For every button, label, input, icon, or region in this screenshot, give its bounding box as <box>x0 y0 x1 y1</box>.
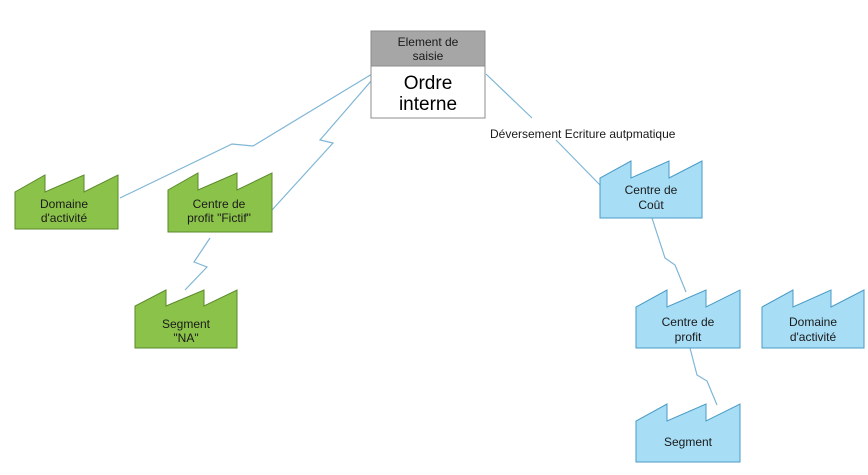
factory-label-line2: Coût <box>638 198 664 212</box>
factory-shape <box>635 403 741 463</box>
factory-shape <box>167 172 273 233</box>
entry-header-line1: Element de <box>398 35 459 49</box>
connector-entry-to-domaine-left <box>119 73 373 199</box>
factory-domaine-activite-left: Domaine d'activité <box>14 174 119 230</box>
factory-centre-profit-right: Centre de profit <box>635 289 741 349</box>
factory-label-line1: Segment <box>162 317 211 331</box>
connectors <box>119 73 718 406</box>
factory-segment-na: Segment "NA" <box>134 289 238 349</box>
factory-centre-cout: Centre de Coût <box>599 160 703 219</box>
factory-shape <box>14 174 119 230</box>
factory-label-line1: Domaine <box>789 315 837 329</box>
connector-centre-profit-to-segment <box>689 347 718 406</box>
factory-label-line2: "NA" <box>173 331 198 345</box>
factory-label-line1: Centre de <box>662 315 715 329</box>
factory-label-line2: profit <box>675 330 702 344</box>
factory-label-line1: Centre de <box>193 197 246 211</box>
factory-label-line2: d'activité <box>790 330 837 344</box>
factory-label-line1: Centre de <box>625 183 678 197</box>
factory-label-line1: Domaine <box>40 197 88 211</box>
entry-header-bg <box>370 30 486 67</box>
connector-entry-to-centre-profit-fictif <box>271 79 373 211</box>
entry-title-bg <box>370 65 486 119</box>
factory-label-line2: profit "Fictif" <box>187 211 251 225</box>
entry-header-line2: saisie <box>413 49 444 63</box>
connector-centre-profit-to-segment-na <box>184 237 211 291</box>
factory-centre-profit-fictif: Centre de profit "Fictif" <box>167 172 273 233</box>
entry-title-line2: interne <box>399 94 457 115</box>
connector-centre-cout-to-centre-profit <box>651 217 687 293</box>
factory-shape <box>134 289 238 349</box>
factory-shape <box>635 289 741 349</box>
factory-label-line2: d'activité <box>41 211 88 225</box>
factory-shape <box>761 289 865 349</box>
factory-label-line1: Segment <box>664 435 713 449</box>
entry-title-line1: Ordre <box>404 73 453 94</box>
factory-segment-right: Segment <box>635 403 741 463</box>
edge-label: Déversement Ecriture autpmatique <box>490 127 676 141</box>
connector-entry-to-centre-cout <box>485 73 601 186</box>
factory-domaine-activite-right: Domaine d'activité <box>761 289 865 349</box>
factory-shape <box>599 160 703 219</box>
entry-element-box: Element de saisie Ordre interne <box>370 30 486 119</box>
